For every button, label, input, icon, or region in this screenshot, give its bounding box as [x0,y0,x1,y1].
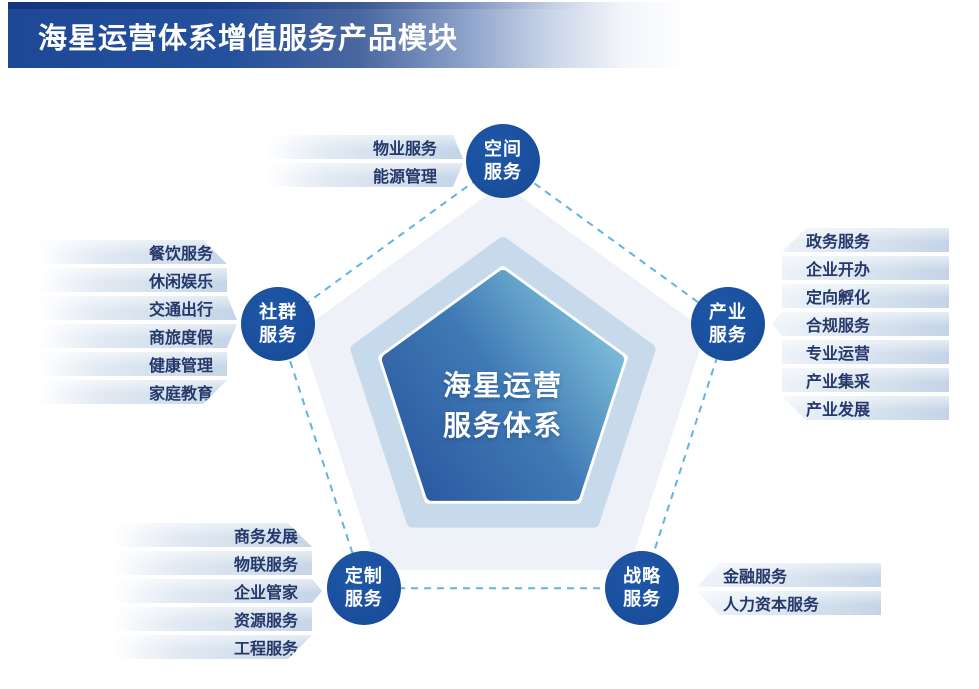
page-title: 海星运营体系增值服务产品模块 [38,23,459,55]
list-item: 商旅度假 [38,324,237,348]
list-item: 休闲娱乐 [38,268,237,292]
service-label: 休闲娱乐 [148,274,213,291]
list-item: 企业管家 [112,579,322,603]
list-item: 专业运营 [782,340,949,364]
inner-gradient-pentagon [381,270,625,501]
list-item: 人力资本服务 [697,591,881,615]
list-item: 产业集采 [782,368,949,392]
list-item: 物联服务 [112,551,322,575]
service-label: 政务服务 [806,234,871,251]
service-label: 资源服务 [233,613,298,630]
service-label: 物联服务 [233,557,298,574]
list-item: 物业服务 [266,135,463,159]
list-item: 能源管理 [266,163,463,187]
node-space: 空间 服务 [466,123,540,198]
node-community: 社群 服务 [241,286,316,361]
node-strategy-label: 战略 服务 [623,566,662,610]
service-label: 工程服务 [233,641,298,658]
service-label: 商务发展 [233,529,298,546]
list-item: 企业开办 [782,256,949,280]
node-custom: 定制 服务 [326,551,401,626]
service-label: 健康管理 [148,358,213,375]
service-label: 人力资本服务 [723,597,820,614]
service-label: 餐饮服务 [148,246,213,263]
list-item: 餐饮服务 [38,240,237,264]
service-label: 定向孵化 [806,290,871,307]
list-item: 金融服务 [697,563,881,587]
node-custom-label: 定制 服务 [344,566,383,610]
service-label: 产业集采 [806,374,871,391]
list-item: 商务发展 [112,523,322,547]
list-item: 政务服务 [782,228,949,252]
list-item: 交通出行 [38,296,237,320]
list-item: 资源服务 [112,607,322,631]
center-title: 海星运营 服务体系 [442,370,563,441]
service-label: 金融服务 [723,569,788,586]
node-strategy: 战略 服务 [605,551,680,626]
list-item: 工程服务 [112,635,322,659]
service-label: 产业发展 [806,402,871,419]
list-item: 家庭教育 [38,380,237,404]
banner-top-stripe [8,2,740,9]
service-label: 企业开办 [806,262,871,279]
title-banner: 海星运营体系增值服务产品模块 [8,2,740,68]
service-label: 能源管理 [372,169,437,186]
service-label: 交通出行 [148,302,213,319]
list-item: 产业发展 [782,396,949,420]
dashed-pentagon [276,159,730,590]
service-label: 物业服务 [372,141,437,158]
node-space-label: 空间 服务 [484,138,522,182]
node-industry-label: 产业 服务 [708,301,747,345]
service-label: 专业运营 [806,346,871,363]
node-industry: 产业 服务 [690,286,765,361]
list-item: 合规服务 [772,312,949,336]
service-label: 企业管家 [233,585,298,602]
service-label: 商旅度假 [148,330,213,347]
list-item: 健康管理 [38,352,237,376]
service-label: 家庭教育 [148,386,213,403]
service-label: 合规服务 [806,318,871,335]
list-item: 定向孵化 [782,284,949,308]
node-community-label: 社群 服务 [259,301,298,345]
